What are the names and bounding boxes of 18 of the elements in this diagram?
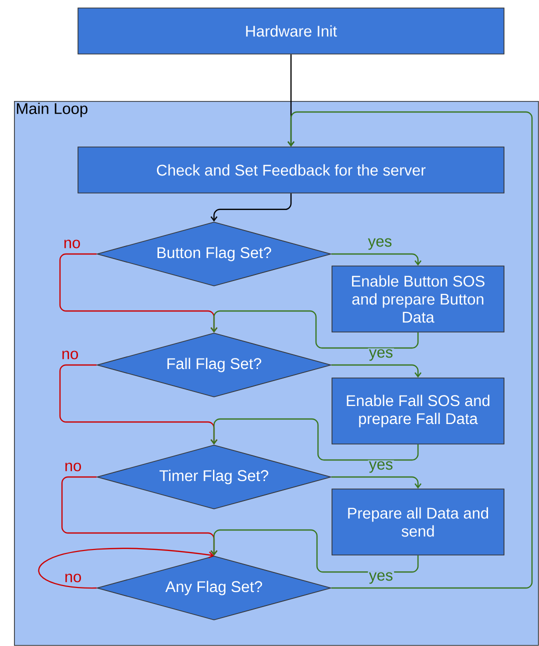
edge-label: yes xyxy=(368,571,394,585)
arrow xyxy=(331,476,422,489)
arrow xyxy=(210,418,419,461)
edge-label: yes xyxy=(366,237,394,251)
process-box: Hardware Init xyxy=(78,8,504,54)
process-box: Enable Fall SOS and prepare Fall Data xyxy=(332,378,504,444)
arrow xyxy=(331,364,422,378)
arrow xyxy=(210,193,292,222)
arrow xyxy=(38,548,214,589)
edge-label: yes xyxy=(368,348,394,362)
arrow xyxy=(288,111,533,589)
process-box: Prepare all Data and send xyxy=(332,488,504,556)
arrow xyxy=(210,529,419,573)
arrow xyxy=(210,310,419,349)
arrow xyxy=(331,253,422,266)
process-box: Enable Button SOS and prepare Button Data xyxy=(332,266,504,332)
process-box: Check and Set Feedback for the server xyxy=(78,146,504,194)
edge-label: yes xyxy=(368,460,394,474)
